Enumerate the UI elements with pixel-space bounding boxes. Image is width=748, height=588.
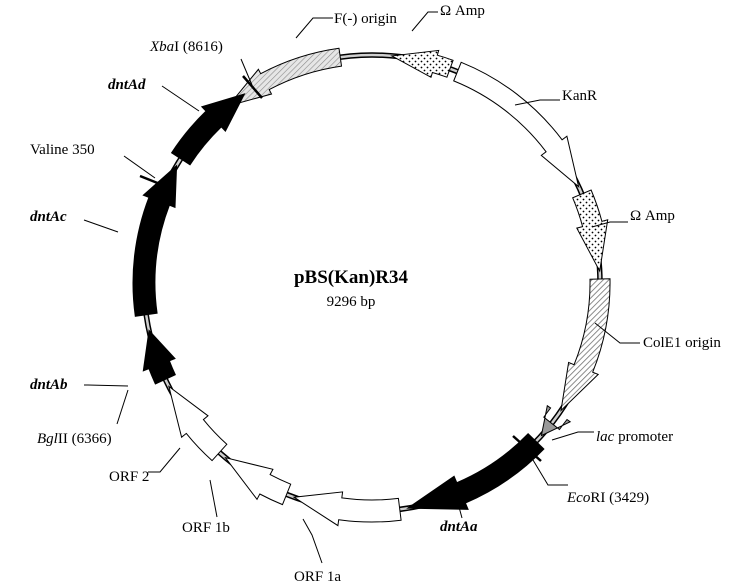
site-ticks [139,75,542,462]
label-lac-italic: lac [596,429,615,445]
leader-valine [123,155,156,179]
label-valine: Valine 350 [30,142,95,158]
leader-dntaa [458,506,463,519]
orf1b-arrow [224,456,292,506]
label-amp-top: Ω Amp [440,3,485,19]
label-f-origin: F(-) origin [334,11,397,27]
leader-dntab [84,384,129,387]
leader-cole1 [594,322,640,344]
label-xbai-rest: I (8616) [174,39,223,55]
ecori-tick [512,435,542,462]
leader-orf1b [209,479,218,518]
label-lac-rest: promoter [614,429,673,445]
leader-orf2 [148,447,181,473]
xbai-tick [242,75,263,99]
plasmid-size: 9296 bp [327,294,376,310]
site-labels: XbaI (8616) Valine 350 BglII (6366) EcoR… [30,39,649,506]
dntaa-arrow [406,432,545,510]
leader-amp-top [411,11,438,32]
amp-top-arrow [390,49,454,79]
label-bglii-italic: Bgl [37,431,58,447]
label-amp-right: Ω Amp [630,208,675,224]
kanr-arrow [453,61,580,188]
label-xbai: XbaI (8616) [149,39,223,55]
dntab-arrow [142,329,176,385]
leader-lines [83,11,640,564]
leader-orf1a [302,518,323,564]
leader-lac [551,431,594,441]
label-kanr: KanR [562,88,597,104]
cole1-origin-arrow [560,278,611,412]
label-dntad: dntAd [108,77,146,93]
label-orf1b: ORF 1b [182,520,230,536]
plasmid-name: pBS(Kan)R34 [294,267,409,288]
orf1a-arrow [292,491,402,527]
label-ecori-rest: RI (3429) [590,490,649,506]
leader-xbai [240,58,253,86]
leader-bglii [116,389,129,425]
valine-tick [139,174,171,190]
label-xbai-italic: Xba [149,39,174,55]
orf2-arrow [168,385,228,462]
lac-promoter-arrow [540,404,572,437]
feature-labels: F(-) origin Ω Amp KanR Ω Amp ColE1 origi… [30,3,721,585]
leader-kanr [514,99,560,106]
label-bglii-rest: II (6366) [58,431,112,447]
leader-f-origin [295,17,333,39]
label-cole1: ColE1 origin [643,335,721,351]
label-lac: lac promoter [596,429,673,445]
dntac-arrow [132,164,178,317]
leader-dntac [83,219,119,233]
label-bglii: BglII (6366) [37,431,112,447]
label-dntab: dntAb [30,377,68,393]
label-orf2: ORF 2 [109,469,149,485]
feature-arrows [132,47,611,527]
leader-amp-right [591,221,628,228]
label-orf1a: ORF 1a [294,569,341,585]
amp-right-arrow [572,189,609,273]
label-dntaa: dntAa [440,519,478,535]
dntad-arrow [170,93,246,166]
label-ecori-italic: Eco [566,490,591,506]
label-ecori: EcoRI (3429) [566,490,649,506]
leader-dntad [161,85,200,112]
leader-ecori [526,449,568,486]
label-dntac: dntAc [30,209,67,225]
